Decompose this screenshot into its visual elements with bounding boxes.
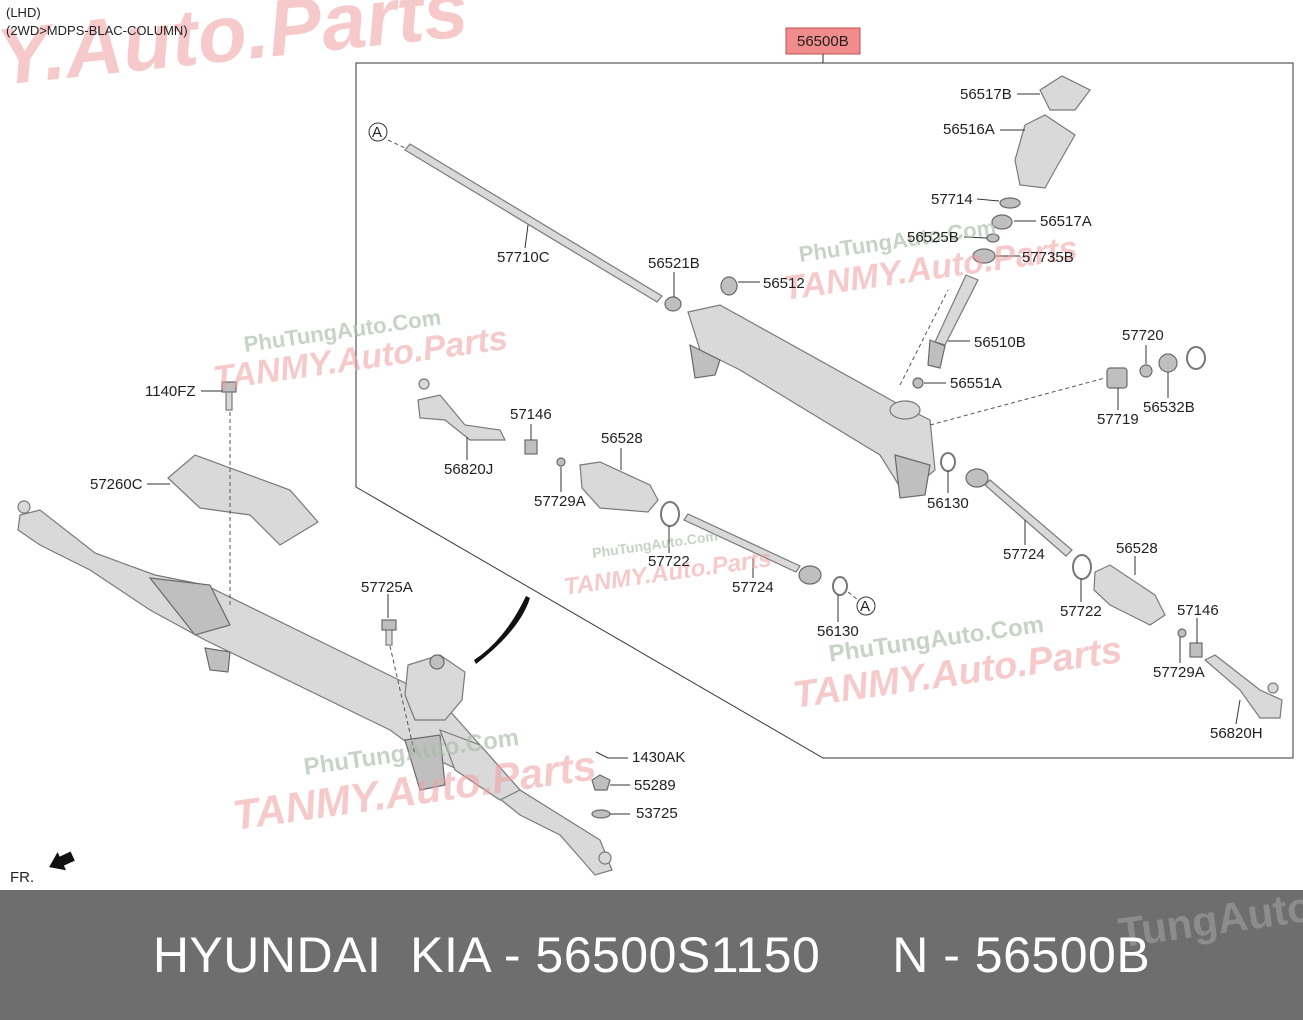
nut-57146-right-part[interactable] (1189, 642, 1203, 658)
pin-57729a-left-part[interactable] (556, 457, 566, 467)
label-57710c[interactable]: 57710C (497, 249, 550, 266)
ring-56130-middle-part[interactable] (832, 576, 848, 596)
boot-56528-left-part[interactable] (579, 461, 659, 513)
front-label: FR. (10, 869, 34, 886)
ref-circle-a-bottom (856, 596, 876, 616)
watermark-top: Y.Auto.Parts (0, 0, 472, 102)
yoke-axis (929, 377, 1106, 426)
clip-1430ak-part[interactable] (595, 751, 628, 759)
housing-56516a-part[interactable] (1014, 114, 1076, 189)
clamp-57722-left-part[interactable] (660, 501, 680, 527)
bolt-1140fz-part[interactable] (221, 381, 237, 411)
label-57714[interactable]: 57714 (931, 191, 973, 208)
label-56528-left[interactable]: 56528 (601, 430, 643, 447)
spring-57720-part[interactable] (1139, 364, 1153, 378)
washer-53725-part[interactable] (591, 809, 611, 819)
ref-a-top: A (372, 124, 382, 141)
label-56528-right[interactable]: 56528 (1116, 540, 1158, 557)
label-57260c[interactable]: 57260C (90, 476, 143, 493)
label-57729a-left[interactable]: 57729A (534, 493, 586, 510)
inner-tie-rod-57724-right-part[interactable] (965, 468, 1073, 557)
header-variant: (2WD>MDPS-BLAC-COLUMN) (6, 23, 188, 38)
inner-tie-rod-57724-left-part[interactable] (683, 513, 822, 585)
label-56512[interactable]: 56512 (763, 275, 805, 292)
leader-lines (147, 93, 1241, 815)
header-lhd: (LHD) (6, 5, 41, 20)
label-57729a-right[interactable]: 57729A (1153, 664, 1205, 681)
bolt-57725a-part[interactable] (381, 619, 397, 646)
cover-56517b-part[interactable] (1039, 75, 1091, 111)
label-1140fz[interactable]: 1140FZ (145, 383, 196, 400)
part-labels: 56517B 56516A 57714 56517A 56525B 57735B… (90, 86, 1263, 822)
label-56551a[interactable]: 56551A (950, 375, 1002, 392)
callout-arrow (474, 596, 530, 664)
nut-55289-part[interactable] (591, 774, 611, 791)
label-57724-left[interactable]: 57724 (732, 579, 774, 596)
footer-part-number: HYUNDAI KIA - 56500S1150 N - 56500B (152, 927, 1151, 983)
label-57719[interactable]: 57719 (1097, 411, 1139, 428)
ring-56532b-part[interactable] (1186, 346, 1206, 370)
label-57146-left[interactable]: 57146 (510, 406, 552, 423)
label-56516a[interactable]: 56516A (943, 121, 995, 138)
pinion-56510b-part[interactable] (927, 274, 979, 369)
boot-56528-right-part[interactable] (1093, 564, 1166, 626)
ref-leader-bottom (847, 591, 859, 601)
label-56525b[interactable]: 56525B (907, 229, 959, 246)
ref-a-bottom: A (860, 598, 870, 615)
ring-56130-right-part[interactable] (940, 452, 956, 472)
main-part-highlight[interactable] (785, 27, 861, 55)
label-57724-right[interactable]: 57724 (1003, 546, 1045, 563)
bushing-56521b-part[interactable] (664, 296, 682, 312)
label-53725[interactable]: 53725 (636, 805, 678, 822)
label-57146-right[interactable]: 57146 (1177, 602, 1219, 619)
plug-56512-part[interactable] (720, 276, 738, 296)
steering-gear-diagram: Y.Auto.Parts (LHD) (2WD>MDPS-BLAC-COLUMN… (0, 0, 1294, 886)
nut-57146-left-part[interactable] (524, 439, 538, 455)
label-56521b[interactable]: 56521B (648, 255, 700, 272)
tie-rod-end-56820j-part[interactable] (417, 378, 506, 441)
rack-bar-part[interactable] (404, 143, 663, 303)
footer-bar: TungAuto HYUNDAI KIA - 56500S1150 N - 56… (0, 890, 1303, 1020)
tie-rod-end-56820h-part[interactable] (1203, 654, 1283, 719)
label-57722-left[interactable]: 57722 (648, 553, 690, 570)
label-1430ak[interactable]: 1430AK (632, 749, 685, 766)
label-56820j[interactable]: 56820J (444, 461, 493, 478)
gear-housing-part[interactable] (687, 304, 936, 499)
ref-circle-a-top (368, 122, 388, 142)
pin-57729a-right-part[interactable] (1177, 628, 1187, 638)
label-56130-middle[interactable]: 56130 (817, 623, 859, 640)
label-57722-right[interactable]: 57722 (1060, 603, 1102, 620)
seal-57714-part[interactable] (999, 197, 1021, 209)
label-57735b[interactable]: 57735B (1022, 249, 1074, 266)
bolt-57725a-axis (389, 645, 416, 756)
bearing-57735b-part[interactable] (972, 248, 996, 264)
label-57720[interactable]: 57720 (1122, 327, 1164, 344)
clamp-57722-right-part[interactable] (1072, 554, 1092, 580)
steering-gear-assembly-installed[interactable] (17, 500, 613, 876)
label-57725a[interactable]: 57725A (361, 579, 413, 596)
label-56510b[interactable]: 56510B (974, 334, 1026, 351)
ref-leader (387, 139, 406, 149)
label-56820h[interactable]: 56820H (1210, 725, 1263, 742)
label-56517a[interactable]: 56517A (1040, 213, 1092, 230)
label-56130-right[interactable]: 56130 (927, 495, 969, 512)
label-56532b[interactable]: 56532B (1143, 399, 1195, 416)
front-arrow-icon (49, 851, 75, 871)
assembly-outline (355, 62, 1294, 759)
bearing-56517a-part[interactable] (991, 214, 1013, 230)
plug-56532b-part[interactable] (1158, 353, 1178, 373)
pin-56551a-part[interactable] (912, 377, 924, 389)
pinion-axis (899, 289, 949, 386)
main-part-code[interactable]: 56500B (797, 33, 849, 50)
heat-shield-57260c-part[interactable] (167, 454, 319, 546)
yoke-57719-part[interactable] (1106, 367, 1128, 389)
label-56517b[interactable]: 56517B (960, 86, 1012, 103)
label-55289[interactable]: 55289 (634, 777, 676, 794)
